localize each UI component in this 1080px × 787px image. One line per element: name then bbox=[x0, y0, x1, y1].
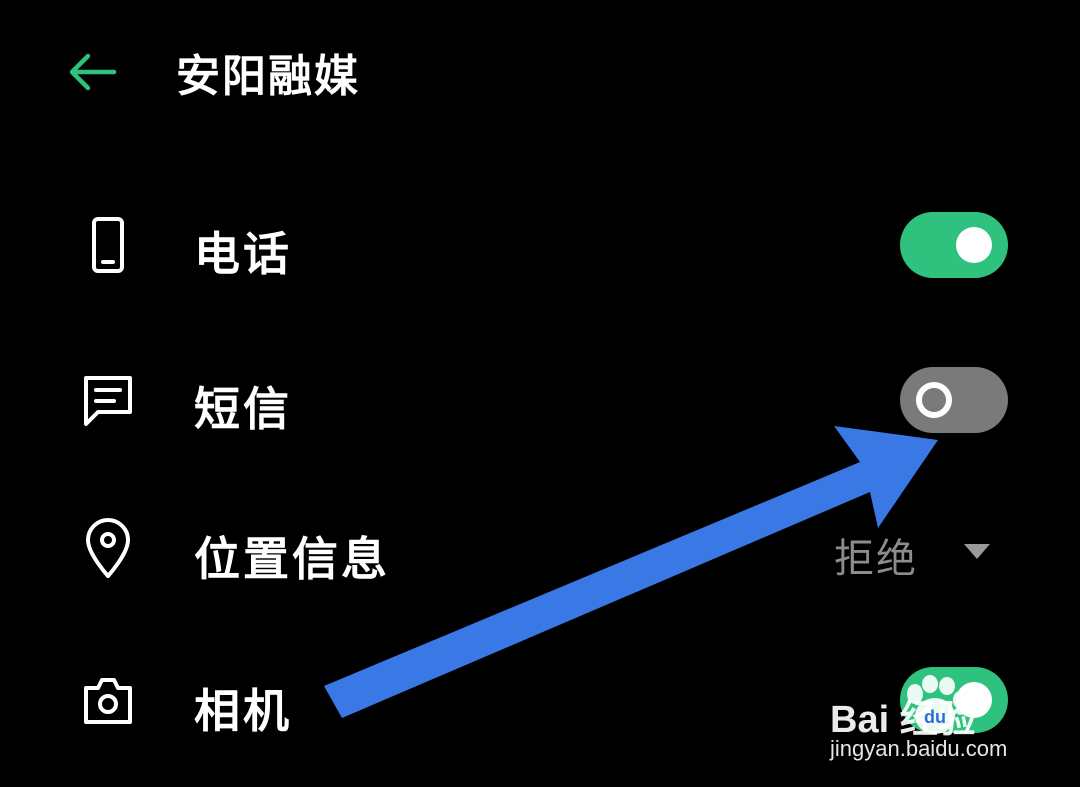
location-permission-select[interactable]: 拒绝 bbox=[834, 536, 918, 582]
permission-label-camera: 相机 bbox=[194, 684, 292, 738]
watermark-url: jingyan.baidu.com bbox=[830, 736, 1008, 761]
toggle-knob bbox=[916, 382, 952, 418]
page-title: 安阳融媒 bbox=[176, 51, 360, 102]
permission-label-location: 位置信息 bbox=[194, 532, 390, 586]
permission-row-phone: 电话 bbox=[0, 185, 1080, 305]
message-icon bbox=[80, 370, 136, 434]
chevron-down-icon[interactable] bbox=[964, 544, 990, 559]
paw-logo-icon: du bbox=[907, 675, 967, 734]
arrow-left-icon bbox=[69, 53, 117, 91]
sms-permission-toggle[interactable] bbox=[900, 367, 1008, 433]
back-button[interactable] bbox=[62, 48, 122, 96]
svg-text:du: du bbox=[924, 707, 946, 727]
camera-icon bbox=[80, 670, 136, 734]
permission-row-sms: 短信 bbox=[0, 340, 1080, 460]
phone-icon bbox=[80, 215, 136, 279]
location-pin-icon bbox=[80, 516, 136, 580]
permission-row-location: 位置信息 拒绝 bbox=[0, 488, 1080, 608]
phone-permission-toggle[interactable] bbox=[900, 212, 1008, 278]
permission-label-sms: 短信 bbox=[194, 382, 292, 436]
permission-label-phone: 电话 bbox=[194, 227, 292, 281]
toggle-knob bbox=[956, 227, 992, 263]
